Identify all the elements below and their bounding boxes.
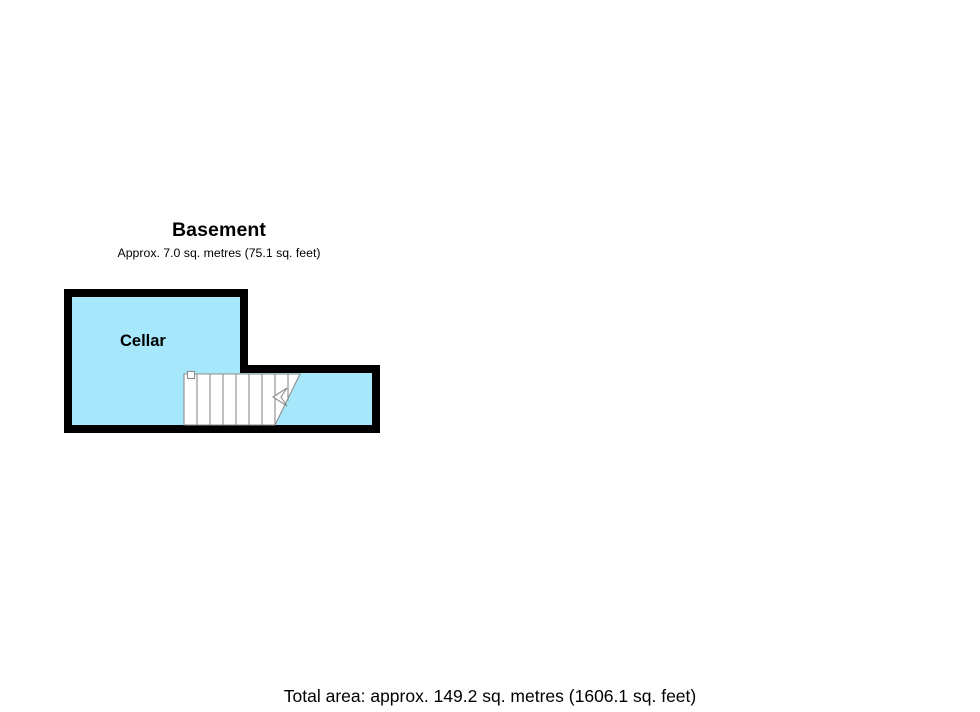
floor-plan-svg — [64, 289, 380, 433]
room-label-cellar: Cellar — [120, 332, 166, 350]
staircase-direction-arrow-icon — [271, 387, 288, 407]
staircase — [183, 370, 301, 426]
total-area-text: Total area: approx. 149.2 sq. metres (16… — [283, 686, 697, 706]
plan-heading: Basement Approx. 7.0 sq. metres (75.1 sq… — [44, 218, 394, 261]
plan-footer: Total area: approx. 149.2 sq. metres (16… — [0, 684, 980, 708]
room-floor-fill-cellar — [72, 297, 372, 425]
plan-area-subtitle: Approx. 7.0 sq. metres (75.1 sq. feet) — [117, 246, 321, 260]
floor-plan-drawing — [44, 272, 404, 452]
staircase-post-marker-icon — [186, 370, 196, 380]
staircase-treads — [196, 374, 289, 425]
page-title: Basement — [171, 219, 266, 241]
